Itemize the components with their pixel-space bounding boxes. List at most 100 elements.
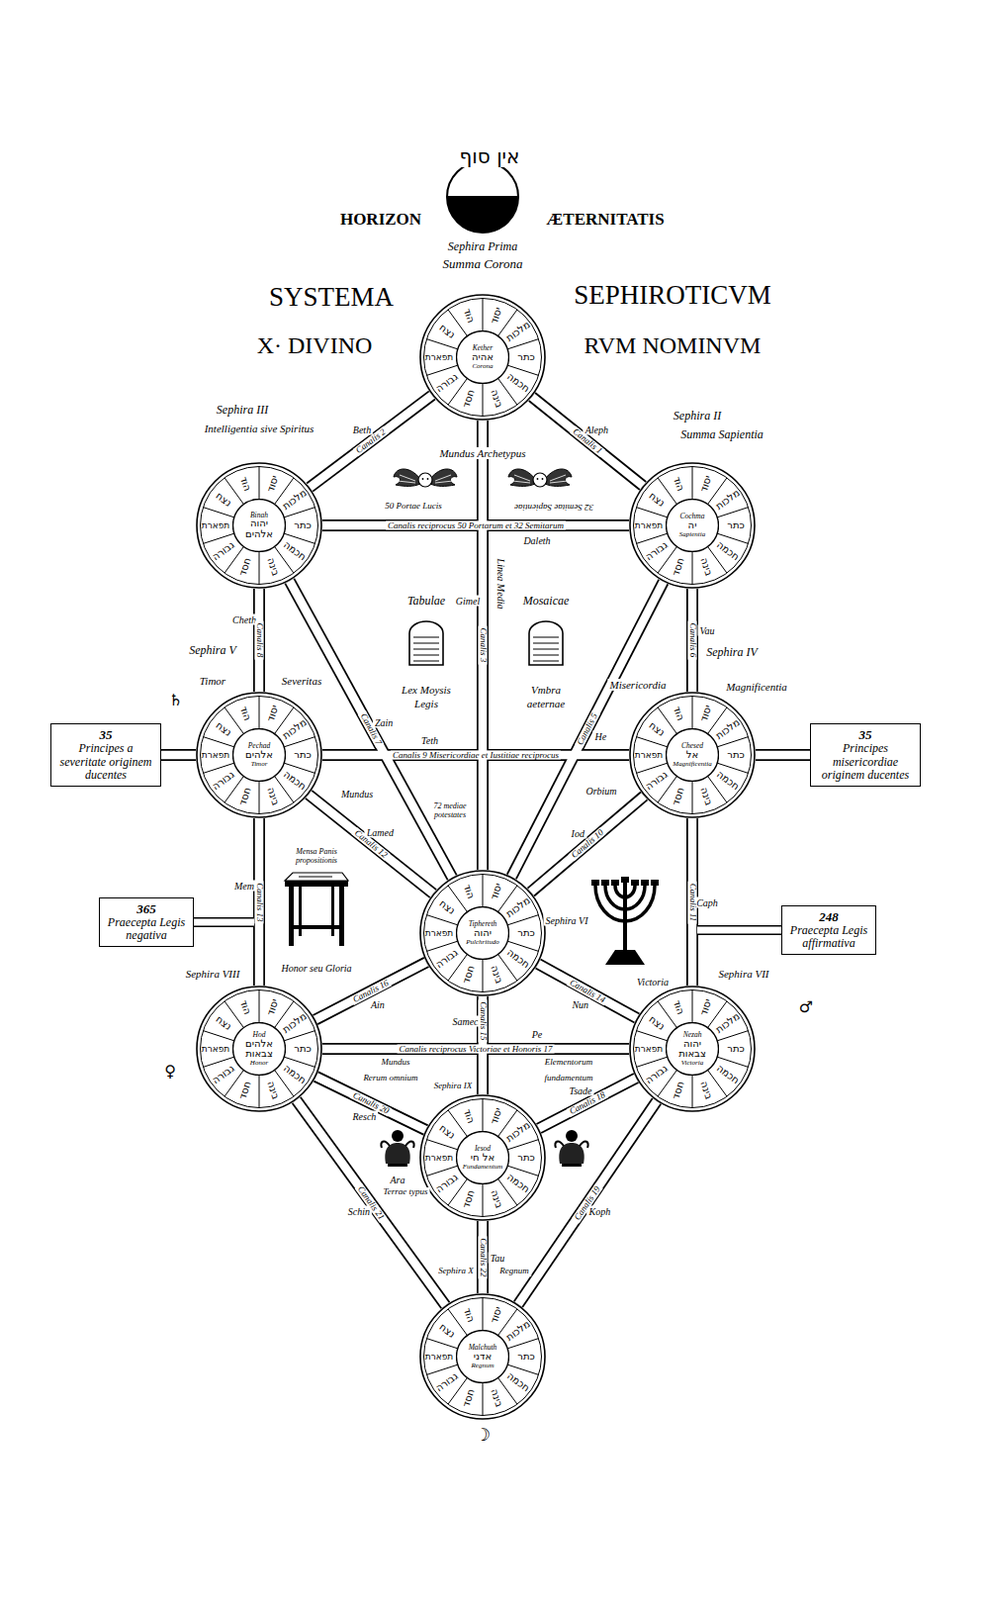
caption-label: Mundus (339, 788, 375, 800)
ring-name: כתר (293, 749, 312, 760)
channel-inner (161, 750, 196, 760)
letter-label: He (592, 729, 609, 741)
caption-label: Sephira X (436, 1265, 476, 1276)
caption-label: Mundus Archetypus (437, 447, 528, 459)
sephira-circle: כתרחכמהבינהחסדגבורהתפארתנצחהודיסודמלכותM… (419, 1292, 546, 1420)
precept-text: Principes a severitate originem ducentes (56, 741, 156, 782)
channel (322, 748, 630, 761)
channel-inner (255, 817, 265, 986)
caption-label: Sephira IX (432, 1080, 475, 1091)
caption-label: SYSTEMA (267, 282, 396, 313)
caption-label: Ara (388, 1173, 408, 1185)
sephira-name: Timor (251, 760, 269, 768)
sephira-circle: כתרחכמהבינהחסדגבורהתפארתנצחהודיסודמלכותN… (629, 985, 756, 1112)
ring-name: כתר (726, 749, 745, 760)
sephira-circle: כתרחכמהבינהחסדגבורהתפארתנצחהודיסודמלכותI… (419, 1093, 546, 1221)
letter-label: Ain (368, 997, 387, 1009)
caption-label: אין סוף (457, 145, 523, 168)
channel (538, 963, 637, 1018)
divine-name: אל חי (470, 1152, 495, 1164)
caption-label: 32 Semitae Sapientiae (512, 501, 596, 512)
sephira-name: Regnum (471, 1361, 495, 1369)
channel (476, 1220, 489, 1293)
channel-inner (532, 396, 643, 486)
channel (316, 1076, 427, 1130)
ring-name: כתר (726, 520, 745, 531)
sephira-name: Malchuth (468, 1343, 498, 1351)
caption-label: Mundus (379, 1057, 413, 1068)
divine-name: אלהים (245, 749, 273, 761)
divine-name: אדני (473, 1350, 492, 1362)
letter-label: Zain (372, 716, 395, 727)
caption-label: Orbium (583, 785, 619, 797)
channel (322, 1042, 630, 1055)
ring-name: כתר (517, 927, 536, 938)
sephira-center: Nezahיהוה צבאותVictoria (665, 1021, 720, 1076)
channel (253, 588, 266, 692)
sephira-name: Kether (472, 344, 493, 353)
ring-name: תפארת (634, 1044, 664, 1054)
sephira-name: Pechad (248, 741, 271, 750)
caption-label: Mensa Panis propositionis (279, 847, 354, 866)
caption-label: Victoria (634, 976, 671, 988)
sephira-name: Sapientia (679, 531, 706, 539)
divine-name: אל (686, 749, 699, 761)
divine-name: יהוה אלהים (235, 518, 283, 540)
sephira-name: Binah (250, 511, 269, 520)
sephira-circle: כתרחכמהבינהחסדגבורהתפארתנצחהודיסודמלכותK… (419, 293, 546, 421)
sephira-circle: כתרחכמהבינהחסדגבורהתפארתנצחהודיסודמלכותP… (195, 691, 323, 818)
channel (322, 519, 630, 532)
letter-label: Iod (569, 826, 587, 838)
divine-name: אהיה (471, 352, 494, 363)
sephira-center: Hodאלהים צבאותHonor (232, 1021, 286, 1076)
channel-label: Canalis reciprocus Victoriae et Honoris … (397, 1044, 555, 1054)
caption-label: 72 mediae potestates (427, 802, 473, 820)
channel-label: Canalis 15 (478, 998, 488, 1042)
divine-name: יהוה (473, 927, 492, 939)
channel-inner (296, 1099, 447, 1305)
caption-label: Tabulae (405, 594, 448, 608)
ring-name: תפארת (201, 1044, 231, 1054)
sephira-name: Hod (253, 1030, 267, 1039)
divine-name: יה (688, 520, 698, 532)
ring-name: כתר (293, 520, 312, 531)
channel (686, 817, 699, 986)
channel-inner (688, 817, 698, 986)
caption-label: Summa Sapientia (678, 428, 766, 442)
sephira-center: PechadאלהיםTimor (232, 727, 286, 782)
caption-label: Mosaicae (521, 594, 572, 608)
caption-label: RVM NOMINVM (582, 332, 764, 359)
channel-inner (322, 750, 630, 760)
caption-label: HORIZON (338, 210, 424, 230)
sephira-name: Magnificentia (672, 760, 712, 768)
sephira-name: Nezah (683, 1030, 703, 1039)
channel-label: Canalis 3 (478, 626, 488, 665)
letter-label: Teth (419, 734, 441, 746)
precept-box: 35Principes a severitate originem ducent… (50, 722, 162, 787)
planet-symbol: ☽ (472, 1424, 493, 1444)
sephira-center: KetherאהיהCorona (455, 330, 510, 384)
sephira-center: MalchuthאדניRegnum (455, 1329, 510, 1383)
channel-label: Canalis 13 (255, 880, 265, 923)
channel-label: Canalis reciprocus 50 Portarum et 32 Sem… (385, 521, 566, 531)
divine-name: יהוה צבאות (668, 1038, 717, 1060)
channel-inner (755, 750, 810, 760)
channel-inner (539, 1077, 636, 1128)
planet-symbol: ♂ (797, 997, 815, 1016)
caption-label: X· DIVINO (255, 332, 375, 359)
sephira-circle: כתרחכמהבינהחסדגבורהתפארתנצחהודיסודמלכותC… (629, 691, 756, 818)
caption-label: Sephira II (671, 409, 723, 423)
sephira-center: Binahיהוה אלהים (232, 498, 286, 552)
precept-number: 35 (815, 727, 915, 742)
ring-name: תפארת (425, 1351, 454, 1361)
letter-label: Resch (350, 1110, 378, 1122)
planet-symbol: ♄ (167, 691, 185, 710)
ring-name: תפארת (634, 750, 664, 760)
channel-label: Canalis 9 Misericordiae et Iustitiae rec… (390, 750, 561, 760)
sephira-circle: כתרחכמהבינהחסדגבורהתפארתנצחהודיסודמלכותT… (419, 869, 546, 996)
sephira-name: Iesod (474, 1144, 491, 1153)
caption-label: Honor seu Gloria (278, 962, 354, 974)
channel (539, 1077, 636, 1128)
caption-label: SEPHIROTICVM (571, 280, 774, 311)
letter-label: Mem (232, 879, 257, 891)
